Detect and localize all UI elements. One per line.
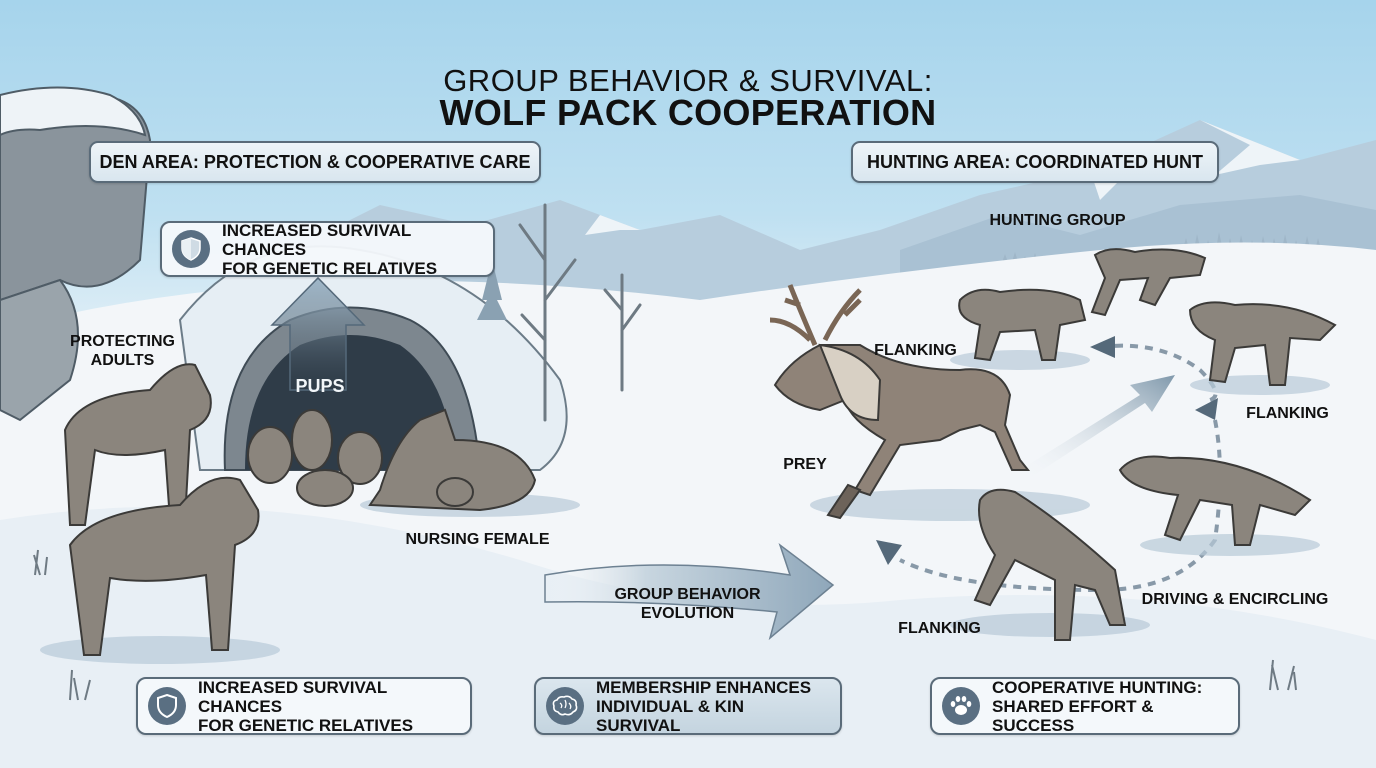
protecting-adults-label: PROTECTING ADULTS <box>60 332 185 370</box>
bottom-box-1-line-1: INCREASED SURVIVAL CHANCES <box>198 677 387 716</box>
title-line-2: WOLF PACK COOPERATION <box>439 92 937 133</box>
den-survival-box: INCREASED SURVIVAL CHANCES FOR GENETIC R… <box>160 220 495 278</box>
bottom-box-cooperative-hunting: COOPERATIVE HUNTING: SHARED EFFORT & SUC… <box>930 677 1240 735</box>
shield-icon <box>172 230 210 268</box>
flanking-label-right: FLANKING <box>1246 405 1329 422</box>
bottom-box-membership: MEMBERSHIP ENHANCES INDIVIDUAL & KIN SUR… <box>534 677 842 735</box>
den-survival-line-2: FOR GENETIC RELATIVES <box>222 258 438 278</box>
paw-icon <box>942 687 980 725</box>
shield-icon <box>148 687 186 725</box>
bottom-box-3-line-1: COOPERATIVE HUNTING: <box>992 677 1203 697</box>
bottom-box-survival: INCREASED SURVIVAL CHANCES FOR GENETIC R… <box>136 677 472 735</box>
hunting-area-header: HUNTING AREA: COORDINATED HUNT <box>851 141 1219 183</box>
nursing-female-label: NURSING FEMALE <box>405 531 550 548</box>
bottom-box-2-line-1: MEMBERSHIP ENHANCES <box>596 677 812 697</box>
bottom-box-1-line-2: FOR GENETIC RELATIVES <box>198 715 414 735</box>
group-behavior-evolution-arrow: GROUP BEHAVIOR EVOLUTION <box>600 585 775 623</box>
den-survival-line-1: INCREASED SURVIVAL CHANCES <box>222 220 411 259</box>
bottom-box-2-line-2: INDIVIDUAL & KIN SURVIVAL <box>596 696 744 735</box>
hunting-group-label: HUNTING GROUP <box>989 212 1126 229</box>
flanking-label-bottom: FLANKING <box>898 620 981 637</box>
flanking-label-top: FLANKING <box>874 342 957 359</box>
protecting-label-line-1: PROTECTING <box>70 333 175 350</box>
prey-label: PREY <box>783 456 827 473</box>
bottom-box-3-line-2: SHARED EFFORT & SUCCESS <box>992 696 1154 735</box>
den-area-header: DEN AREA: PROTECTION & COOPERATIVE CARE <box>89 141 541 183</box>
brain-icon <box>546 687 584 725</box>
title-line-1: GROUP BEHAVIOR & SURVIVAL: <box>443 63 933 98</box>
evolution-arrow-line-2: EVOLUTION <box>640 605 735 622</box>
evolution-arrow-line-1: GROUP BEHAVIOR <box>614 586 761 603</box>
pups-label: PUPS <box>295 376 345 396</box>
driving-encircling-label: DRIVING & ENCIRCLING <box>1141 591 1329 608</box>
protecting-label-line-2: ADULTS <box>90 352 155 369</box>
